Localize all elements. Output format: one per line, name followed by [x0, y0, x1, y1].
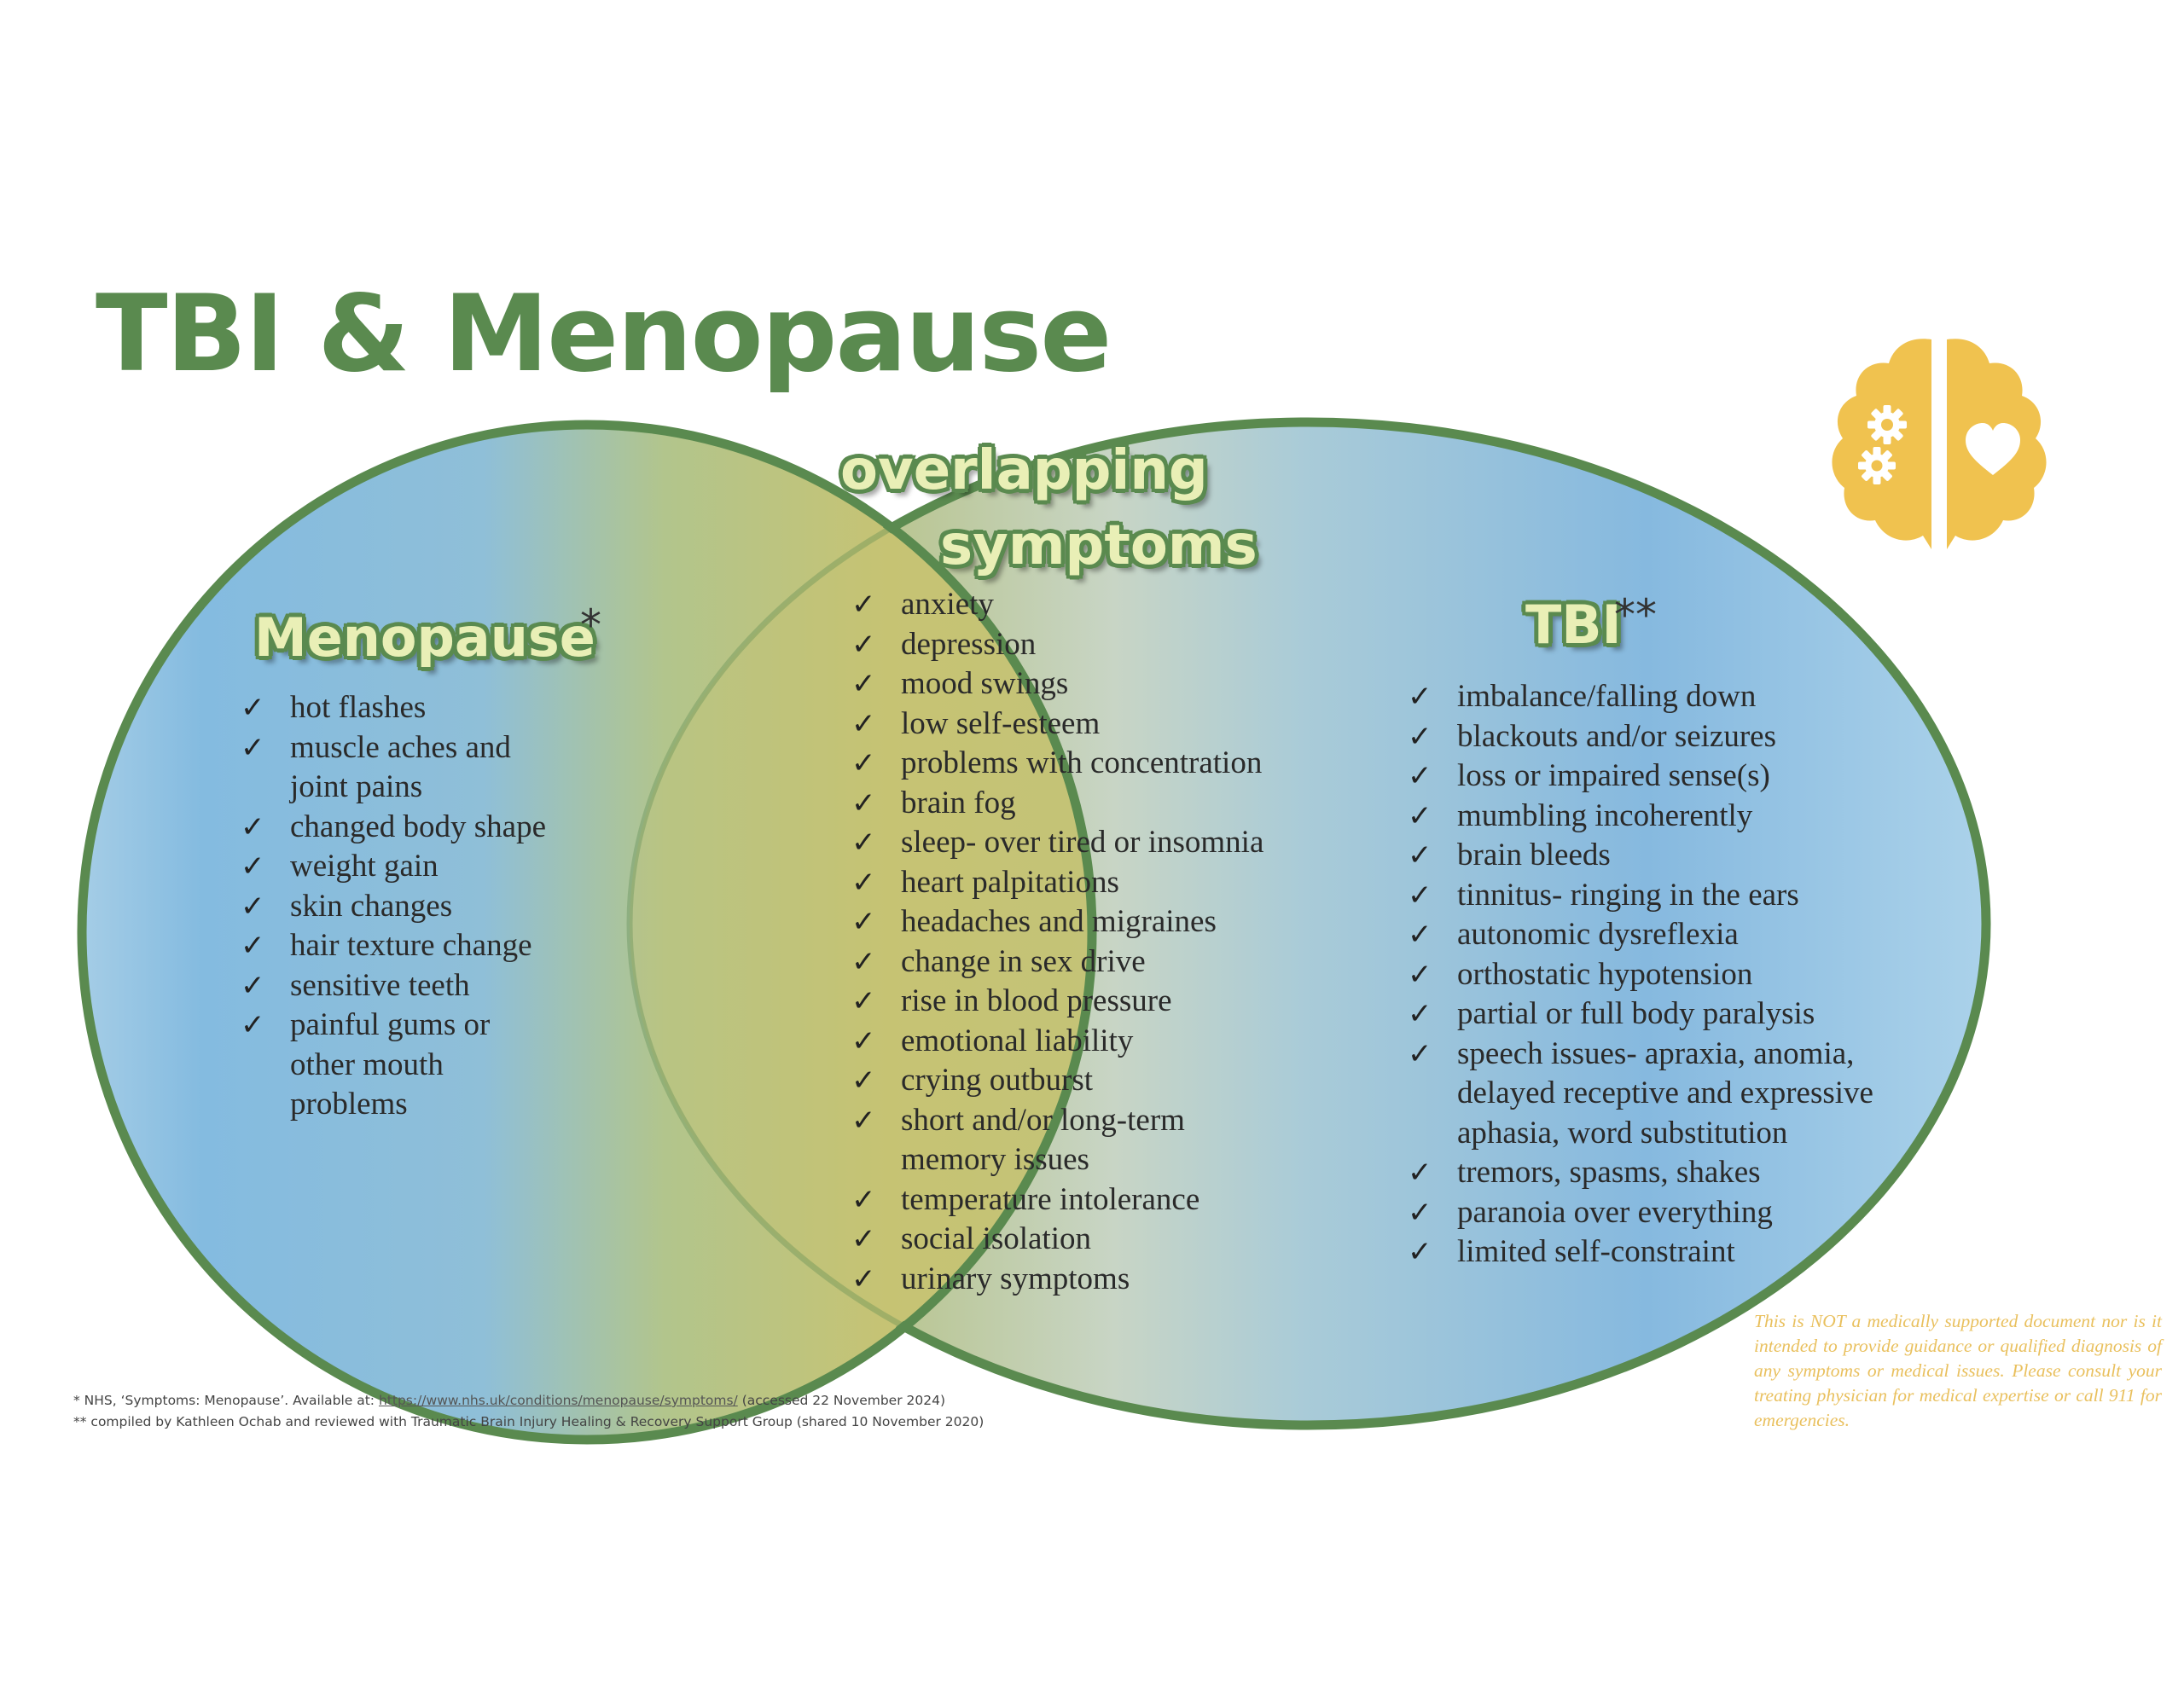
list-item: imbalance/falling down	[1408, 677, 1954, 717]
list-item: mood swings	[851, 664, 1363, 704]
overlap-region	[630, 425, 1092, 1425]
list-item: blackouts and/or seizures	[1408, 717, 1954, 757]
list-item: paranoia over everything	[1408, 1193, 1954, 1233]
list-item: change in sex drive	[851, 942, 1363, 983]
list-item: hair texture change	[241, 926, 650, 966]
overlap-heading-line2: symptoms	[940, 514, 1258, 577]
references: * NHS, ‘Symptoms: Menopause’. Available …	[73, 1390, 984, 1433]
list-item: changed body shape	[241, 808, 650, 848]
tbi-heading: TBI	[1525, 594, 1622, 656]
list-item: temperature intolerance	[851, 1180, 1363, 1220]
tbi-footnote-marker: **	[1614, 590, 1657, 640]
list-item: tremors, spasms, shakes	[1408, 1153, 1954, 1193]
list-item: brain bleeds	[1408, 836, 1954, 876]
list-item: muscle aches and joint pains	[241, 728, 650, 808]
reference-2: ** compiled by Kathleen Ochab and review…	[73, 1414, 985, 1429]
list-item: rise in blood pressure	[851, 982, 1363, 1022]
brain-gears-heart-icon	[1832, 339, 2047, 549]
list-item: hot flashes	[241, 688, 650, 728]
list-item: limited self-constraint	[1408, 1232, 1954, 1272]
list-item: urinary symptoms	[851, 1260, 1363, 1300]
menopause-symptom-list: hot flashes muscle aches and joint pains…	[241, 688, 650, 1125]
menopause-heading: Menopause	[254, 606, 595, 669]
list-item: low self-esteem	[851, 704, 1363, 745]
list-item: anxiety	[851, 585, 1363, 625]
tbi-symptom-list: imbalance/falling down blackouts and/or …	[1408, 677, 1954, 1272]
list-item: speech issues- apraxia, anomia, delayed …	[1408, 1035, 1954, 1154]
medical-disclaimer: This is NOT a medically supported docume…	[1754, 1311, 2162, 1430]
list-item: sensitive teeth	[241, 966, 650, 1006]
list-item: emotional liability	[851, 1022, 1363, 1062]
list-item: headaches and migraines	[851, 902, 1363, 942]
list-item: problems with concentration	[851, 744, 1363, 784]
list-item: painful gums or other mouth problems	[241, 1006, 650, 1125]
list-item: short and/or long-term memory issues	[851, 1101, 1363, 1180]
reference-1-suffix: (accessed 22 November 2024)	[737, 1393, 945, 1408]
list-item: social isolation	[851, 1220, 1363, 1260]
list-item: mumbling incoherently	[1408, 797, 1954, 837]
page-title: TBI & Menopause	[96, 273, 1112, 396]
nhs-reference-link[interactable]: https://www.nhs.uk/conditions/menopause/…	[378, 1393, 738, 1408]
list-item: skin changes	[241, 887, 650, 927]
list-item: autonomic dysreflexia	[1408, 915, 1954, 955]
list-item: brain fog	[851, 784, 1363, 824]
reference-1: * NHS, ‘Symptoms: Menopause’. Available …	[73, 1390, 984, 1412]
list-item: tinnitus- ringing in the ears	[1408, 876, 1954, 916]
overlap-heading-line1: overlapping	[840, 439, 1208, 502]
menopause-footnote-marker: *	[580, 600, 601, 650]
list-item: crying outburst	[851, 1061, 1363, 1101]
reference-1-prefix: * NHS, ‘Symptoms: Menopause’. Available …	[73, 1393, 379, 1408]
list-item: sleep- over tired or insomnia	[851, 823, 1363, 863]
list-item: partial or full body paralysis	[1408, 994, 1954, 1035]
list-item: loss or impaired sense(s)	[1408, 757, 1954, 797]
list-item: heart palpitations	[851, 863, 1363, 903]
list-item: orthostatic hypotension	[1408, 955, 1954, 995]
list-item: depression	[851, 625, 1363, 665]
list-item: weight gain	[241, 847, 650, 887]
overlapping-symptom-list: anxiety depression mood swings low self-…	[851, 585, 1363, 1299]
